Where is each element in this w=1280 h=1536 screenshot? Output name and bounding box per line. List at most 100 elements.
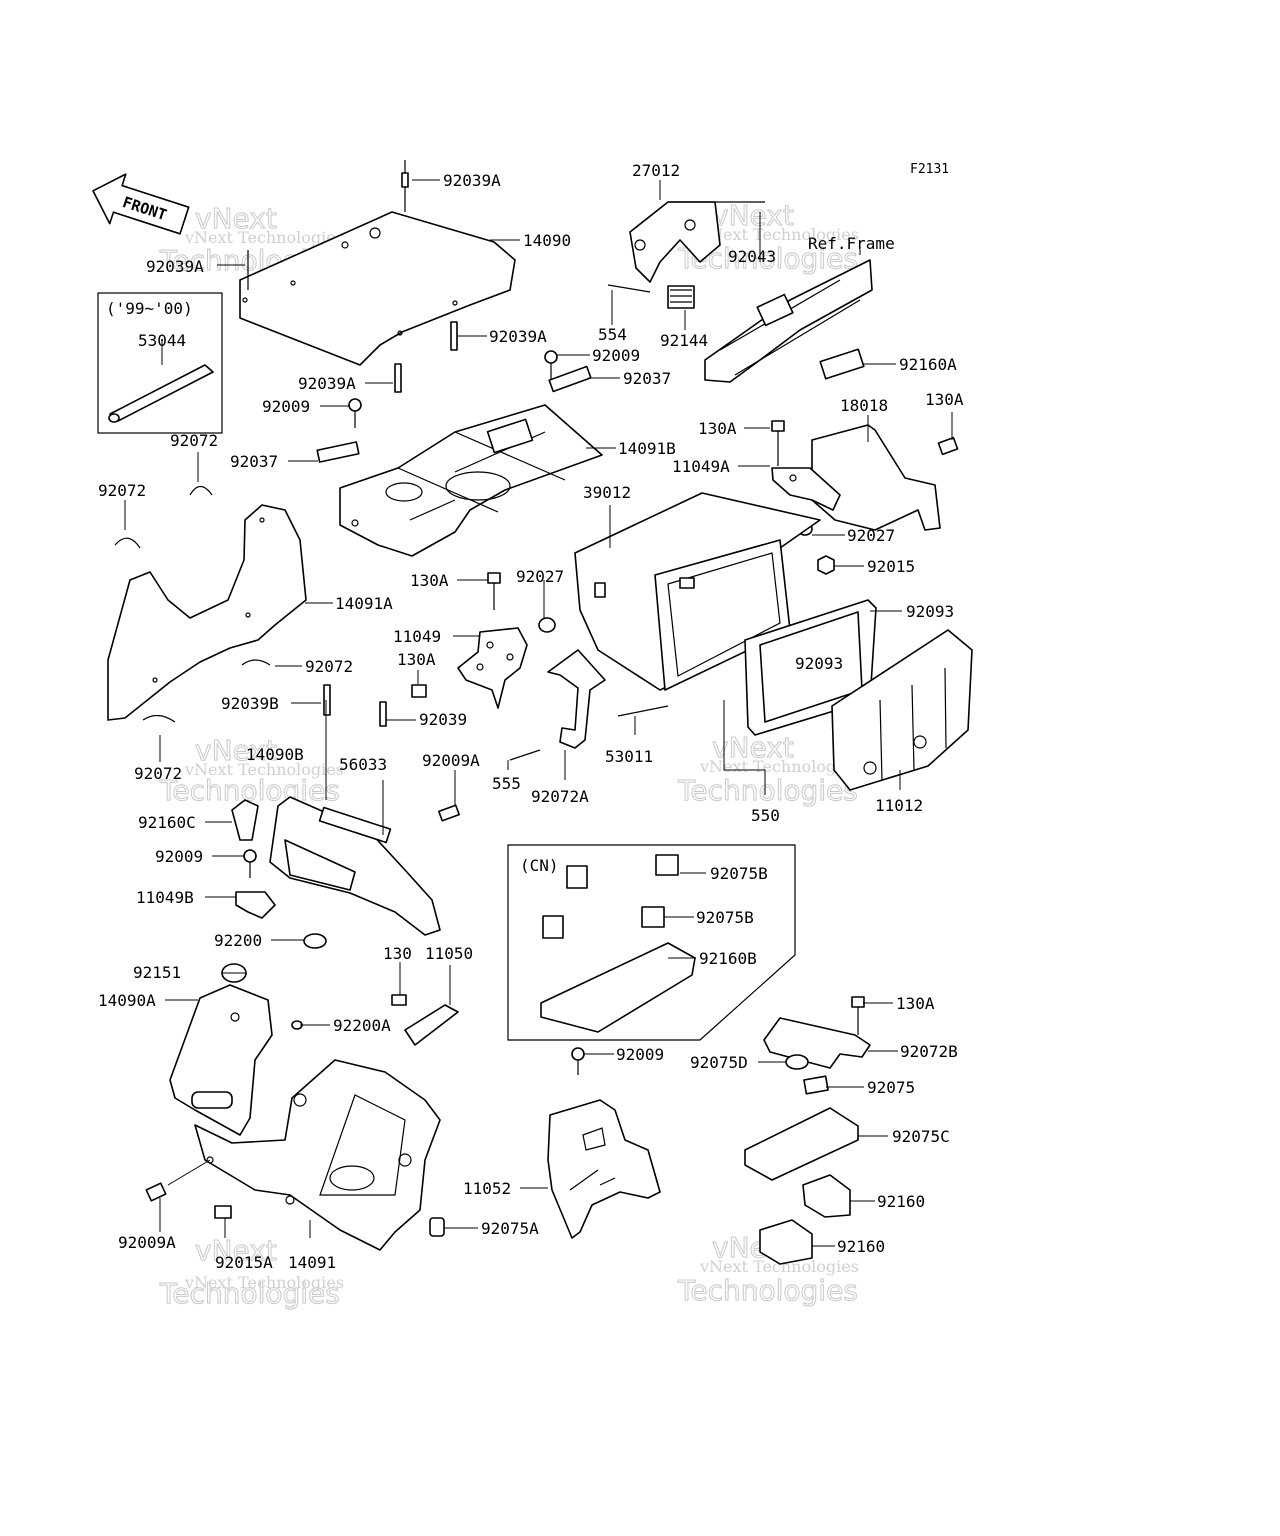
box-cn: (CN) <box>507 844 796 1041</box>
label-92009: 92009 <box>616 1045 664 1064</box>
label-ref-frame: Ref.Frame <box>808 234 895 253</box>
pin-92039B <box>323 684 331 716</box>
label-11012: 11012 <box>875 796 923 815</box>
label-92160A: 92160A <box>899 355 957 374</box>
watermark-bottom-left: vNext Technologies vNext Technologies <box>159 1234 344 1311</box>
pin-53011 <box>617 705 669 717</box>
svg-text:vNext: vNext <box>195 1234 277 1267</box>
pin-92039A-top <box>401 160 409 212</box>
watermark-top-right: vNext Technologies vNext Technologies <box>677 199 859 276</box>
bolt-92009A-mid <box>438 804 460 822</box>
label-92160C: 92160C <box>138 813 196 832</box>
bolt-130A-low <box>411 684 427 698</box>
label-92072: 92072 <box>170 431 218 450</box>
part-92144-spring <box>667 285 695 309</box>
part-92160C-pad <box>231 799 259 841</box>
label-92072A: 92072A <box>531 787 589 806</box>
label-92015: 92015 <box>867 557 915 576</box>
label-92009A: 92009A <box>118 1233 176 1252</box>
label-39012: 39012 <box>583 483 631 502</box>
label-27012: 27012 <box>632 161 680 180</box>
svg-text:Technologies: Technologies <box>159 1277 340 1310</box>
label-92200: 92200 <box>214 931 262 950</box>
part-92037-strap-upper <box>548 365 592 393</box>
label-550: 550 <box>751 806 780 825</box>
svg-text:vNext: vNext <box>712 731 794 764</box>
bolt-92009-b <box>348 398 362 428</box>
label-92093: 92093 <box>906 602 954 621</box>
label-92075C: 92075C <box>892 1127 950 1146</box>
box-99-00-label: ('99~'00) <box>106 299 193 318</box>
pin-92039A-bottom <box>394 363 402 393</box>
nut-92015A <box>214 1205 232 1219</box>
clip-92072-3 <box>241 659 271 666</box>
part-14091B-mat <box>339 404 603 557</box>
bolt-130A-mid <box>487 572 501 610</box>
label-92043: 92043 <box>728 247 776 266</box>
label-92039A: 92039A <box>489 327 547 346</box>
label-92009: 92009 <box>155 847 203 866</box>
clip-92072-2 <box>189 485 213 496</box>
label-18018: 18018 <box>840 396 888 415</box>
part-14090-plate <box>239 211 516 366</box>
label-53044: 53044 <box>138 331 186 350</box>
part-56033-label <box>318 806 392 844</box>
label-92015A: 92015A <box>215 1253 273 1272</box>
label-92072B: 92072B <box>900 1042 958 1061</box>
clip-92075 <box>803 1075 829 1095</box>
label-92075: 92075 <box>867 1078 915 1097</box>
part-92160A-pad <box>819 348 865 380</box>
leader-lines <box>124 179 953 1247</box>
part-14091-cover <box>194 1059 441 1251</box>
label-130A: 130A <box>397 650 436 669</box>
label-92075B: 92075B <box>710 864 768 883</box>
svg-text:vNext: vNext <box>195 202 277 235</box>
label-92144: 92144 <box>660 331 708 350</box>
label-92160: 92160 <box>837 1237 885 1256</box>
part-14090B-tray <box>269 796 441 936</box>
label-92009A: 92009A <box>422 751 480 770</box>
label-11049A: 11049A <box>672 457 730 476</box>
nut-92015 <box>817 555 835 575</box>
label-92075B: 92075B <box>696 908 754 927</box>
svg-text:vNext: vNext <box>712 199 794 232</box>
label-92039: 92039 <box>419 710 467 729</box>
part-11052-bracket <box>547 1099 661 1239</box>
label-53011: 53011 <box>605 747 653 766</box>
label-92037: 92037 <box>623 369 671 388</box>
svg-text:vNext Technologies: vNext Technologies <box>699 1257 859 1276</box>
svg-text:Technologies: Technologies <box>677 1274 858 1307</box>
pad-92075C <box>744 1107 859 1181</box>
pad-92160-b <box>759 1219 813 1265</box>
part-18018-plate <box>811 424 941 531</box>
washer-92027-mid <box>538 617 556 633</box>
part-27012-hinge <box>629 201 765 283</box>
part-11049B-bracket <box>235 891 276 919</box>
label-130A: 130A <box>410 571 449 590</box>
label-92160B: 92160B <box>699 949 757 968</box>
figure-code: F2131 <box>910 162 949 177</box>
bolt-130A-bottom <box>851 996 865 1035</box>
bolt-92009A-bottom <box>145 1182 167 1202</box>
bolt-92009-a <box>544 350 558 380</box>
part-11012-cover <box>831 629 973 791</box>
bolt-92009-c <box>243 849 257 878</box>
clip-92072-1 <box>114 537 141 549</box>
pin-92039A-right <box>450 321 458 351</box>
box-cn-label: (CN) <box>520 856 559 875</box>
pin-555 <box>509 749 541 761</box>
part-11049A-bracket <box>771 467 841 511</box>
svg-text:vNext: vNext <box>195 734 277 767</box>
label-554: 554 <box>598 325 627 344</box>
svg-text:vNext Technologies: vNext Technologies <box>699 757 859 776</box>
label-92075A: 92075A <box>481 1219 539 1238</box>
label-130A: 130A <box>698 419 737 438</box>
label-92072: 92072 <box>305 657 353 676</box>
bolt-92009-d <box>571 1047 585 1075</box>
grommet-92075A <box>429 1217 445 1237</box>
label-92200A: 92200A <box>333 1016 391 1035</box>
bolt-130A-right <box>937 436 959 456</box>
label-92039A: 92039A <box>146 257 204 276</box>
label-130: 130 <box>383 944 412 963</box>
